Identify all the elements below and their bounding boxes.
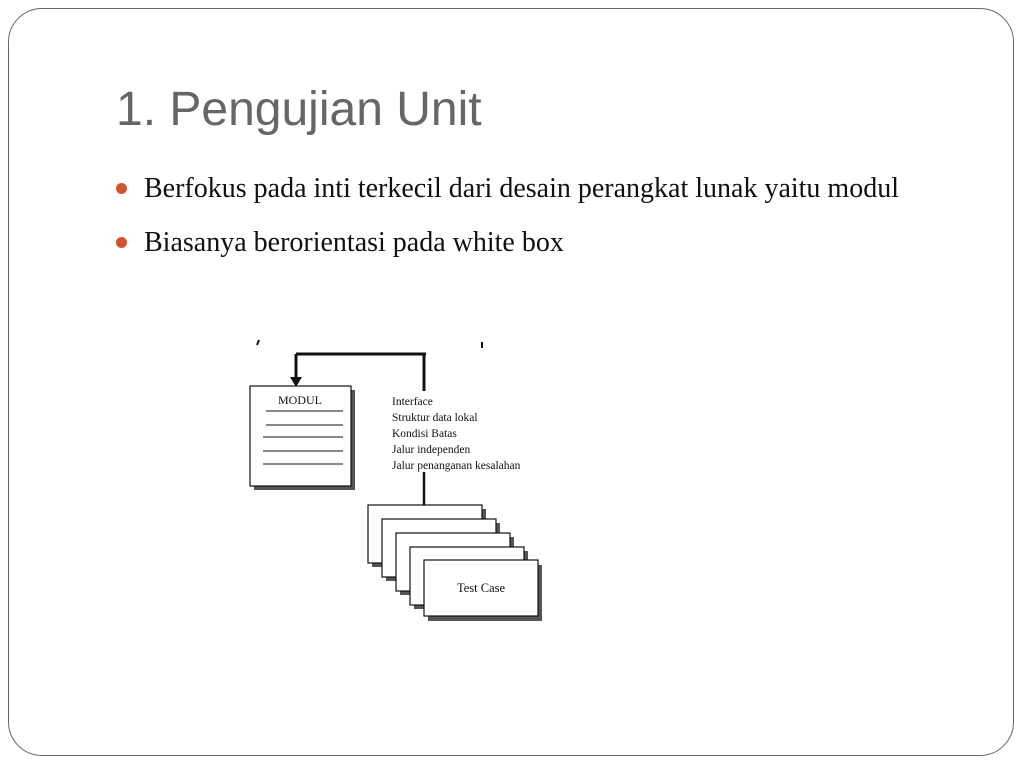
bullet-text: Biasanya berorientasi pada white box xyxy=(144,227,564,258)
test-item: Struktur data lokal xyxy=(392,412,478,424)
test-item: Jalur independen xyxy=(392,444,470,456)
module-label: MODUL xyxy=(278,393,322,407)
bullet-item: Biasanya berorientasi pada white box xyxy=(116,222,956,264)
test-case-label: Test Case xyxy=(457,581,506,595)
module-box: MODUL xyxy=(249,385,355,490)
cropped-mark xyxy=(256,339,260,346)
test-item: Kondisi Batas xyxy=(392,428,457,440)
bullet-dot-icon xyxy=(116,237,127,248)
bullet-text: Berfokus pada inti terkecil dari desain … xyxy=(144,173,899,204)
test-item: Jalur penanganan kesalahan xyxy=(392,460,521,472)
bullet-dot-icon xyxy=(116,183,127,194)
bullet-item: Berfokus pada inti terkecil dari desain … xyxy=(116,168,956,210)
arrow-down-icon xyxy=(290,377,302,387)
bullet-list: Berfokus pada inti terkecil dari desain … xyxy=(116,168,956,276)
test-case-card: Test Case xyxy=(423,559,542,621)
slide-title: 1. Pengujian Unit xyxy=(116,83,482,136)
test-case-stack: Test Case xyxy=(367,504,542,621)
test-item: Interface xyxy=(392,396,433,408)
slide-frame xyxy=(8,8,1014,756)
